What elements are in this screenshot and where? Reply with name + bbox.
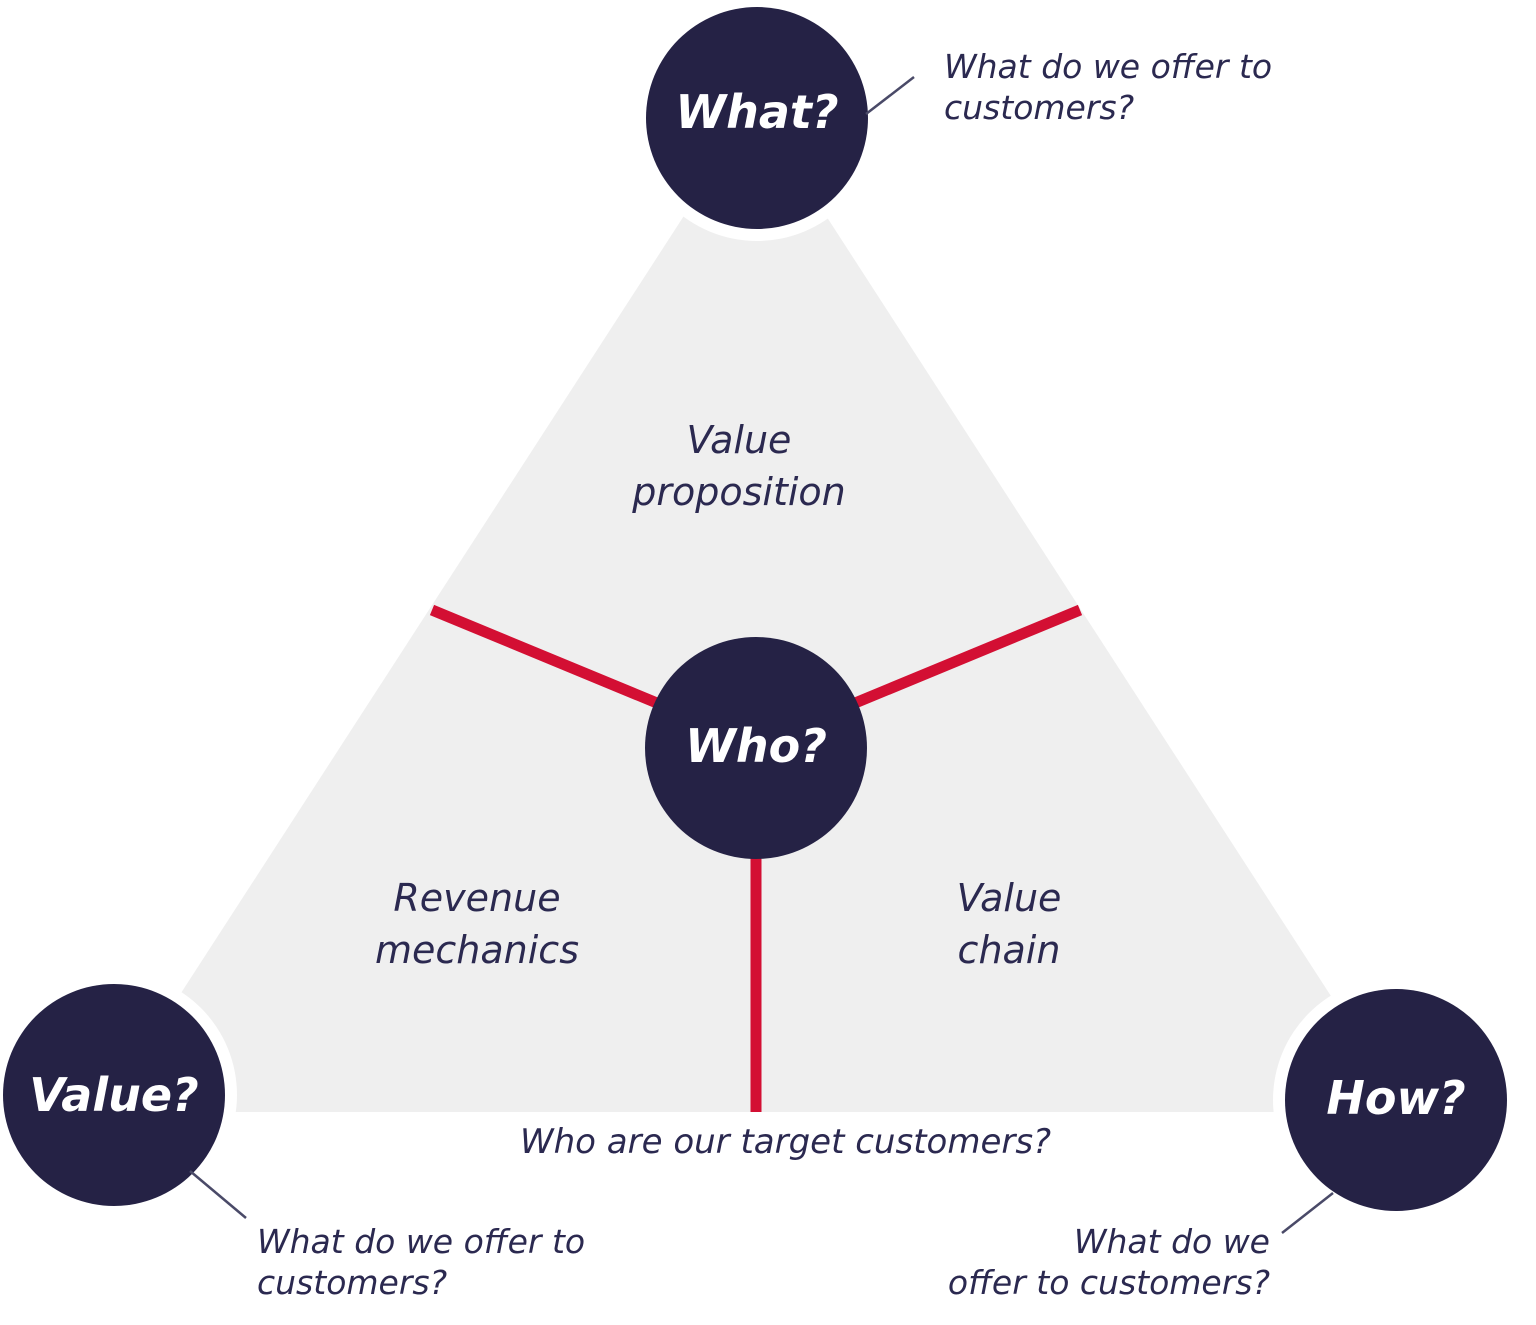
value-proposition-line2: proposition [632, 470, 846, 514]
how-annotation-line2: offer to customers? [947, 1263, 1270, 1302]
what-circle [646, 7, 868, 229]
revenue-mechanics-line2: mechanics [375, 928, 579, 972]
value-label: Value? [29, 1067, 199, 1122]
value-annotation-line2: customers? [257, 1263, 448, 1302]
how-annotation: What do we offer to customers? [948, 1221, 1270, 1303]
what-annotation-line2: customers? [944, 88, 1135, 127]
what-connector-line [865, 76, 915, 115]
value-circle [3, 984, 225, 1206]
value-annotation: What do we offer to customers? [257, 1221, 585, 1303]
how-circle [1285, 989, 1507, 1211]
who-circle [645, 637, 867, 859]
value-annotation-line1: What do we offer to [257, 1222, 586, 1261]
how-connector-line [1281, 1192, 1334, 1234]
value-proposition-line1: Value [686, 418, 792, 462]
how-annotation-line1: What do we [1073, 1222, 1270, 1261]
value-chain-line2: chain [957, 928, 1061, 972]
what-annotation-line1: What do we offer to [944, 47, 1273, 86]
revenue-mechanics-label: Revenue mechanics [375, 872, 579, 976]
how-label: How? [1326, 1070, 1466, 1125]
revenue-mechanics-line1: Revenue [393, 876, 561, 920]
what-label: What? [675, 84, 839, 139]
value-chain-line1: Value [956, 876, 1062, 920]
value-proposition-label: Value proposition [632, 414, 846, 518]
value-connector-line [189, 1170, 247, 1219]
value-chain-label: Value chain [957, 872, 1062, 976]
who-annotation: Who are our target customers? [520, 1122, 1052, 1162]
what-annotation: What do we offer to customers? [944, 46, 1272, 128]
triangle-background [104, 106, 1406, 1112]
who-label: Who? [685, 718, 827, 773]
